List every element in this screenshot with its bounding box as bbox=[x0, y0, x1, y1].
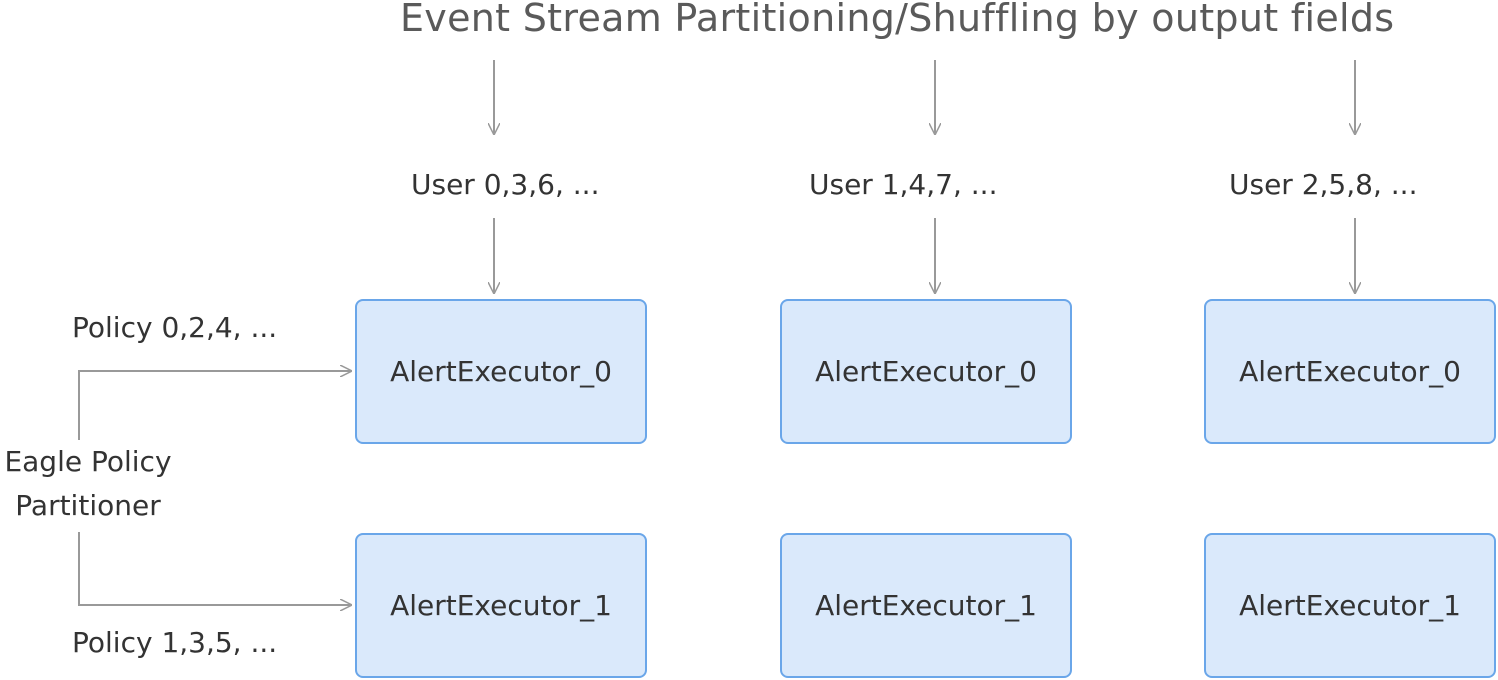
policy-label-1: Policy 1,3,5, ... bbox=[72, 626, 278, 659]
alert-executor-label: AlertExecutor_0 bbox=[815, 355, 1037, 388]
eagle-policy-partitioner: Eagle Policy Partitioner bbox=[0, 440, 176, 528]
alert-executor-label: AlertExecutor_1 bbox=[390, 589, 612, 622]
alert-executor-label: AlertExecutor_0 bbox=[1239, 355, 1461, 388]
policy-label-0: Policy 0,2,4, ... bbox=[72, 311, 278, 344]
alert-executor-box-col1-row0: AlertExecutor_0 bbox=[780, 299, 1072, 444]
alert-executor-label: AlertExecutor_0 bbox=[390, 355, 612, 388]
partitioner-line-1: Eagle Policy bbox=[4, 445, 172, 478]
diagram-title: Event Stream Partitioning/Shuffling by o… bbox=[400, 0, 1395, 40]
alert-executor-label: AlertExecutor_1 bbox=[815, 589, 1037, 622]
partitioner-line-2: Partitioner bbox=[15, 489, 161, 522]
user-partition-label-1: User 1,4,7, ... bbox=[809, 168, 998, 201]
user-partition-label-2: User 2,5,8, ... bbox=[1229, 168, 1418, 201]
alert-executor-box-col2-row0: AlertExecutor_0 bbox=[1204, 299, 1496, 444]
alert-executor-label: AlertExecutor_1 bbox=[1239, 589, 1461, 622]
alert-executor-box-col2-row1: AlertExecutor_1 bbox=[1204, 533, 1496, 678]
arrow-partitioner-to-executor-1 bbox=[78, 532, 351, 605]
user-partition-label-0: User 0,3,6, ... bbox=[411, 168, 600, 201]
alert-executor-box-col0-row0: AlertExecutor_0 bbox=[355, 299, 647, 444]
arrow-partitioner-to-executor-0 bbox=[78, 371, 351, 440]
alert-executor-box-col1-row1: AlertExecutor_1 bbox=[780, 533, 1072, 678]
alert-executor-box-col0-row1: AlertExecutor_1 bbox=[355, 533, 647, 678]
